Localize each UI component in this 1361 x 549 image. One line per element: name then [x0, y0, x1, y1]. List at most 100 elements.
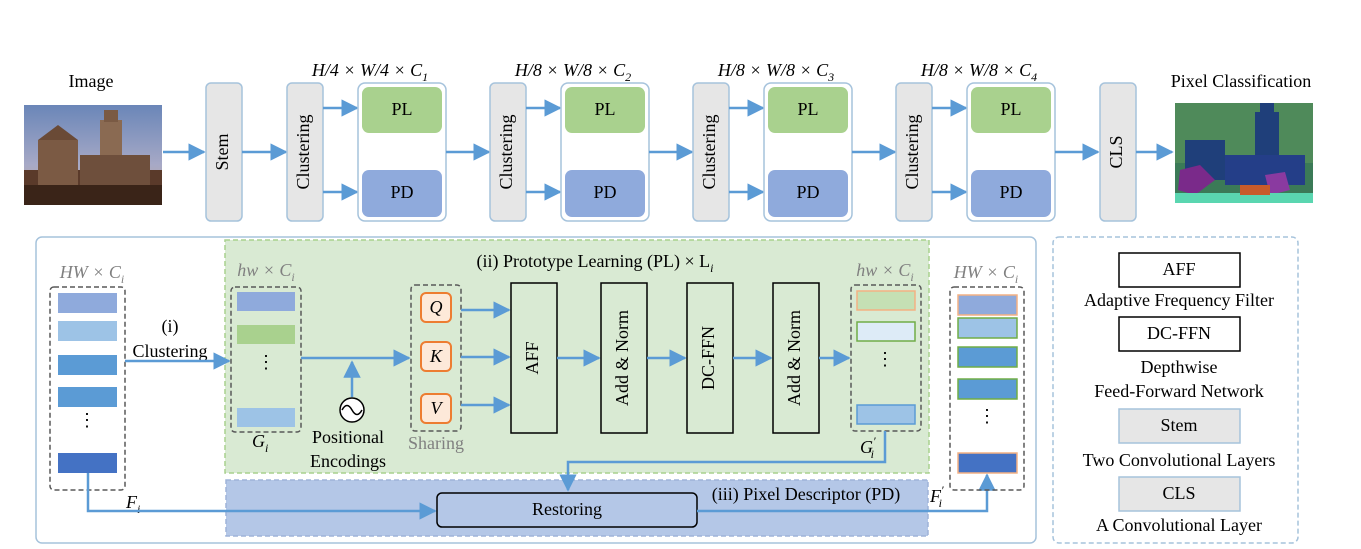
output-feature-group [949, 286, 1025, 491]
proto-token-1 [237, 292, 295, 311]
input-image [24, 105, 162, 205]
stage-2-pd-label: PD [593, 182, 616, 202]
proto-token-2 [237, 325, 295, 344]
out-proto-token-2 [856, 321, 916, 342]
aff-label: AFF [522, 341, 542, 374]
pos-enc-line2: Encodings [310, 451, 386, 471]
stage-1: H/4 × W/4 × C1 Clustering PL PD [286, 60, 447, 222]
pl-title: (ii) Prototype Learning (PL) × Li [477, 251, 714, 275]
stage-3-clustering-box [692, 82, 730, 222]
proto-token-last [237, 408, 295, 427]
stage-2-clustering-box [489, 82, 527, 222]
proto-name: Gi [252, 431, 268, 455]
legend-aff-box [1118, 252, 1241, 288]
arrow-outproto-restoring [559, 431, 887, 492]
restoring-label: Restoring [532, 499, 602, 519]
legend-aff-desc: Adaptive Frequency Filter [1084, 290, 1274, 310]
input-token-2 [58, 321, 117, 341]
output-token-2 [957, 317, 1018, 339]
stage-2-clustering-label: Clustering [496, 115, 516, 190]
add-norm-1-label: Add & Norm [612, 310, 632, 406]
pl-region [224, 239, 930, 474]
out-proto-dims: hw × Ci [856, 260, 914, 284]
proto-dims: hw × Ci [237, 260, 295, 284]
legend-dcffn-box [1118, 316, 1241, 352]
stage-1-pl-box [362, 87, 442, 133]
out-proto-token-last [856, 404, 916, 425]
stage-2-pl-box [565, 87, 645, 133]
pos-enc-line1: Positional [312, 427, 384, 447]
q-label: Q [430, 297, 443, 317]
stage-2-dims: H/8 × W/8 × C2 [514, 60, 631, 84]
output-dims: HW × Ci [953, 262, 1019, 286]
image-label: Image [69, 71, 114, 91]
out-proto-ellipsis: ⋮ [876, 349, 894, 369]
output-ellipsis: ⋮ [978, 406, 996, 426]
segmentation-map [1175, 103, 1313, 203]
stage-2: H/8 × W/8 × C2 Clustering PL PD [489, 60, 650, 222]
output-token-last [957, 452, 1018, 474]
q-box [420, 292, 452, 323]
stage-1-dims: H/4 × W/4 × C1 [311, 60, 428, 84]
stage-3-dims: H/8 × W/8 × C3 [717, 60, 834, 84]
legend-cls-box [1118, 476, 1241, 512]
arrow-input-restoring [86, 473, 437, 520]
v-box [420, 393, 452, 424]
stage-3-pl-label: PL [797, 99, 818, 119]
legend-stem-desc: Two Convolutional Layers [1083, 450, 1276, 470]
stage-1-clustering-label: Clustering [293, 115, 313, 190]
stage-4: H/8 × W/8 × C4 Clustering PL PD [895, 60, 1056, 222]
proto-ellipsis: ⋮ [257, 352, 275, 372]
stage-1-clustering-box [286, 82, 324, 222]
k-label: K [429, 346, 443, 366]
cls-label: CLS [1106, 135, 1126, 168]
pd-title: (iii) Pixel Descriptor (PD) [712, 484, 900, 505]
sine-wave-curve [341, 404, 363, 416]
clustering-step-label: Clustering [133, 341, 208, 361]
stage-4-pd-label: PD [999, 182, 1022, 202]
legend-dcffn-label: DC-FFN [1147, 323, 1211, 343]
stage-1-pd-label: PD [390, 182, 413, 202]
stage-2-pl-label: PL [594, 99, 615, 119]
cls-block: CLS [1099, 82, 1137, 222]
stage-3: H/8 × W/8 × C3 Clustering PL PD [692, 60, 853, 222]
sharing-label: Sharing [408, 433, 464, 453]
stem-label: Stem [212, 133, 232, 170]
stage-4-pd-box [971, 170, 1051, 217]
input-name: Fi [125, 492, 140, 516]
legend-dcffn-desc-2: Feed-Forward Network [1094, 381, 1263, 401]
legend-dcffn-desc-1: Depthwise [1141, 357, 1218, 377]
stage-3-clustering-label: Clustering [699, 115, 719, 190]
stage-3-pd-label: PD [796, 182, 819, 202]
stage-4-clustering-box [895, 82, 933, 222]
detail-panel [35, 236, 1037, 544]
stem-block: Stem [205, 82, 243, 222]
legend-panel [1052, 236, 1299, 544]
input-token-4 [58, 387, 117, 407]
legend-aff-label: AFF [1162, 259, 1195, 279]
input-ellipsis: ⋮ [78, 410, 96, 430]
input-dims: HW × Ci [59, 262, 125, 286]
out-proto-token-1 [856, 290, 916, 311]
output-token-3 [957, 346, 1018, 368]
v-label: V [431, 398, 444, 418]
add-norm-2-label: Add & Norm [784, 310, 804, 406]
legend-stem-box [1118, 408, 1241, 444]
clustering-step-num: (i) [162, 316, 179, 337]
stage-4-pl-label: PL [1000, 99, 1021, 119]
output-token-4 [957, 378, 1018, 400]
stage-3-pd-box [768, 170, 848, 217]
input-token-3 [58, 355, 117, 375]
stage-4-dims: H/8 × W/8 × C4 [920, 60, 1037, 84]
stage-2-pd-box [565, 170, 645, 217]
output-token-1 [957, 294, 1018, 316]
legend-cls-desc: A Convolutional Layer [1096, 515, 1262, 535]
stage-3-pl-box [768, 87, 848, 133]
stage-4-clustering-label: Clustering [902, 115, 922, 190]
stage-4-pl-box [971, 87, 1051, 133]
input-token-last [58, 453, 117, 473]
stage-1-pl-label: PL [391, 99, 412, 119]
proto-group [230, 286, 302, 433]
out-proto-name: G′i [860, 434, 876, 461]
